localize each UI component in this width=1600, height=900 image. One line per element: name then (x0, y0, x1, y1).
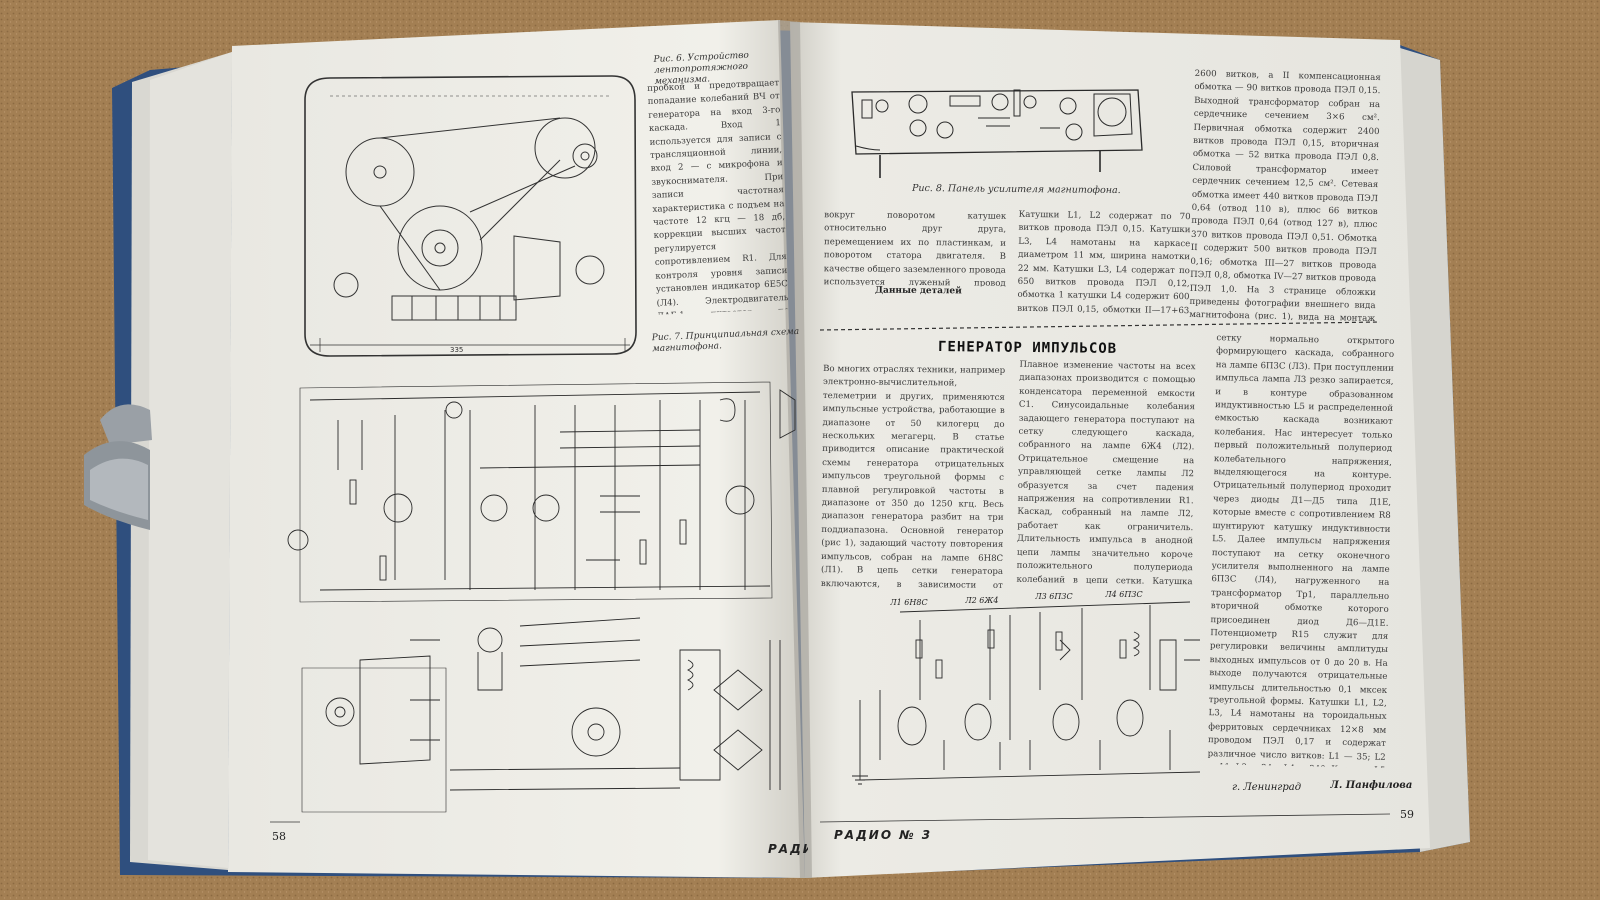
tube-label-2: Л2 6Ж4 (965, 596, 999, 605)
svg-text:335: 335 (450, 346, 463, 354)
pulse-generator-schematic (852, 601, 1201, 785)
section-divider (819, 321, 1381, 331)
left-footer: РАДИО № 3 (768, 842, 808, 856)
right-page-number: 59 (1400, 808, 1414, 821)
article-column-1: Во многих отраслях техники, например эле… (820, 364, 1006, 591)
tube-label-1: Л1 6Н8С (890, 598, 928, 607)
article-author: Л. Панфилова (1330, 780, 1413, 791)
article-column-2: Плавное изменение частоты на всех диапаз… (1016, 359, 1196, 587)
details-text-column-2: Катушки L1, L2 содержат по 70 витков про… (1017, 209, 1191, 316)
left-page-number: 58 (272, 830, 286, 843)
right-top-text-column: 2600 витков, а II компенсационная обмотк… (1189, 68, 1381, 323)
fig6-tape-mechanism (304, 75, 637, 357)
tube-label-4: Л4 6П3С (1105, 590, 1143, 599)
tube-label-3: Л3 6П3С (1035, 592, 1073, 601)
right-page (790, 22, 1430, 878)
fig8-amplifier-panel (851, 89, 1143, 178)
article-column-3: сетку нормально открытого формирующего к… (1207, 333, 1395, 768)
power-supply-schematic (301, 617, 781, 813)
left-page (228, 20, 805, 878)
details-heading: Данные деталей (874, 285, 962, 297)
article-city: г. Ленинград (1232, 782, 1302, 793)
binder-clip (100, 404, 152, 445)
left-text-column: пробкой и предотвращает попадание колеба… (647, 78, 789, 315)
right-mid-text-column: вокруг поворотом катушек относительно др… (823, 210, 1007, 287)
fig8-caption: Рис. 8. Панель усилителя магнитофона. (911, 182, 1121, 197)
right-footer: РАДИО № 3 (834, 828, 933, 842)
article-title: ГЕНЕРАТОР ИМПУЛЬСОВ (937, 339, 1118, 357)
fig7-schematic (287, 381, 796, 603)
